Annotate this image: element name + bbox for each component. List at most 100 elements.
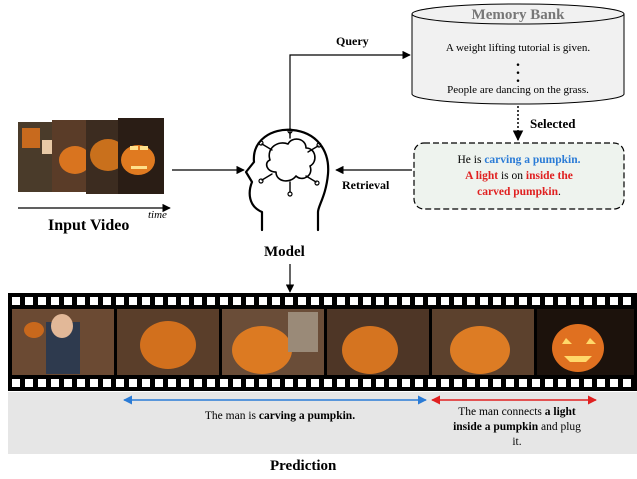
retrieval-label: Retrieval <box>342 178 390 192</box>
film-sprocket-hole <box>194 297 202 305</box>
time-label: time <box>148 209 167 221</box>
selected-line-3-highlight: carved pumpkin <box>477 186 558 198</box>
film-sprocket-hole <box>259 297 267 305</box>
film-sprocket-hole <box>259 379 267 387</box>
film-sprocket-hole <box>116 379 124 387</box>
film-sprocket-hole <box>376 297 384 305</box>
film-sprocket-hole <box>298 297 306 305</box>
film-sprocket-hole <box>402 379 410 387</box>
film-sprocket-hole <box>519 379 527 387</box>
prediction-2-bold-a: a light <box>544 406 576 418</box>
film-sprocket-hole <box>350 297 358 305</box>
film-sprocket-hole <box>12 379 20 387</box>
film-sprocket-hole <box>467 379 475 387</box>
model-label: Model <box>264 244 305 260</box>
film-sprocket-hole <box>207 379 215 387</box>
film-sprocket-hole <box>285 379 293 387</box>
film-sprocket-hole <box>558 379 566 387</box>
film-sprocket-hole <box>493 379 501 387</box>
film-sprocket-hole <box>324 297 332 305</box>
prediction-2-end: it. <box>512 436 522 448</box>
memory-bank-title: Memory Bank <box>471 7 565 23</box>
film-sprocket-hole <box>532 297 540 305</box>
film-sprocket-hole <box>610 379 618 387</box>
film-sprocket-hole <box>142 379 150 387</box>
selected-memory-box <box>413 142 625 210</box>
film-sprocket-hole <box>415 297 423 305</box>
film-sprocket-hole <box>64 297 72 305</box>
film-sprocket-hole <box>493 297 501 305</box>
film-sprocket-hole <box>246 297 254 305</box>
film-sprocket-hole <box>25 297 33 305</box>
film-sprocket-hole <box>285 297 293 305</box>
selected-line-2-highlight-b: inside the <box>525 170 573 182</box>
film-sprocket-hole <box>389 379 397 387</box>
film-sprocket-hole <box>77 297 85 305</box>
selected-line-3-suffix: . <box>557 186 561 198</box>
film-sprocket-hole <box>77 379 85 387</box>
film-sprocket-hole <box>597 379 605 387</box>
film-sprocket-hole <box>233 379 241 387</box>
film-sprocket-hole <box>480 297 488 305</box>
film-sprocket-hole <box>194 379 202 387</box>
film-sprocket-hole <box>558 297 566 305</box>
film-sprocket-hole <box>233 297 241 305</box>
film-sprocket-hole <box>363 297 371 305</box>
film-sprocket-hole <box>12 297 20 305</box>
film-sprocket-hole <box>610 297 618 305</box>
film-sprocket-hole <box>441 379 449 387</box>
input-video-frames <box>18 118 164 194</box>
film-sprocket-hole <box>25 379 33 387</box>
film-sprocket-hole <box>181 297 189 305</box>
film-sprocket-hole <box>103 297 111 305</box>
memory-bank-line-1: A weight lifting tutorial is given. <box>445 42 591 54</box>
film-sprocket-hole <box>584 297 592 305</box>
film-sprocket-hole <box>571 379 579 387</box>
prediction-2-prefix: The man connects <box>458 406 545 418</box>
film-sprocket-hole <box>311 297 319 305</box>
film-sprocket-hole <box>220 297 228 305</box>
film-sprocket-hole <box>129 297 137 305</box>
film-sprocket-hole <box>623 297 631 305</box>
film-sprocket-hole <box>584 379 592 387</box>
film-sprocket-hole <box>506 379 514 387</box>
film-sprocket-hole <box>597 297 605 305</box>
film-sprocket-hole <box>272 379 280 387</box>
film-sprocket-hole <box>467 297 475 305</box>
film-sprocket-hole <box>545 297 553 305</box>
film-sprocket-hole <box>103 379 111 387</box>
film-sprocket-hole <box>337 379 345 387</box>
selected-line-2-highlight-a: A light <box>465 170 499 182</box>
film-sprocket-hole <box>64 379 72 387</box>
film-sprocket-hole <box>298 379 306 387</box>
query-label: Query <box>336 34 369 48</box>
memory-bank-line-2: People are dancing on the grass. <box>447 84 589 96</box>
film-sprocket-hole <box>51 379 59 387</box>
film-sprocket-hole <box>181 379 189 387</box>
film-sprocket-hole <box>90 379 98 387</box>
film-sprocket-hole <box>363 379 371 387</box>
prediction-1-bold: carving a pumpkin. <box>258 410 356 422</box>
selected-line-1-prefix: He is <box>457 154 485 166</box>
film-sprocket-hole <box>207 297 215 305</box>
film-sprocket-hole <box>506 297 514 305</box>
film-sprocket-hole <box>571 297 579 305</box>
film-sprocket-hole <box>389 297 397 305</box>
film-sprocket-hole <box>480 379 488 387</box>
film-sprocket-hole <box>116 297 124 305</box>
prediction-1-prefix: The man is <box>204 410 259 422</box>
film-sprocket-hole <box>142 297 150 305</box>
film-sprocket-hole <box>454 297 462 305</box>
query-arrow <box>289 50 411 135</box>
film-sprocket-hole <box>272 297 280 305</box>
input-video-label: Input Video <box>48 217 130 234</box>
selected-line-1-highlight: carving a pumpkin. <box>484 154 581 166</box>
film-sprocket-hole <box>324 379 332 387</box>
film-sprocket-hole <box>532 379 540 387</box>
memory-bank-cylinder <box>411 3 625 105</box>
prediction-filmstrip <box>8 293 637 391</box>
film-sprocket-hole <box>311 379 319 387</box>
prediction-2-suffix: and plug <box>538 421 581 433</box>
selected-memory-text: He is carving a pumpkin. A light is on i… <box>414 152 624 200</box>
